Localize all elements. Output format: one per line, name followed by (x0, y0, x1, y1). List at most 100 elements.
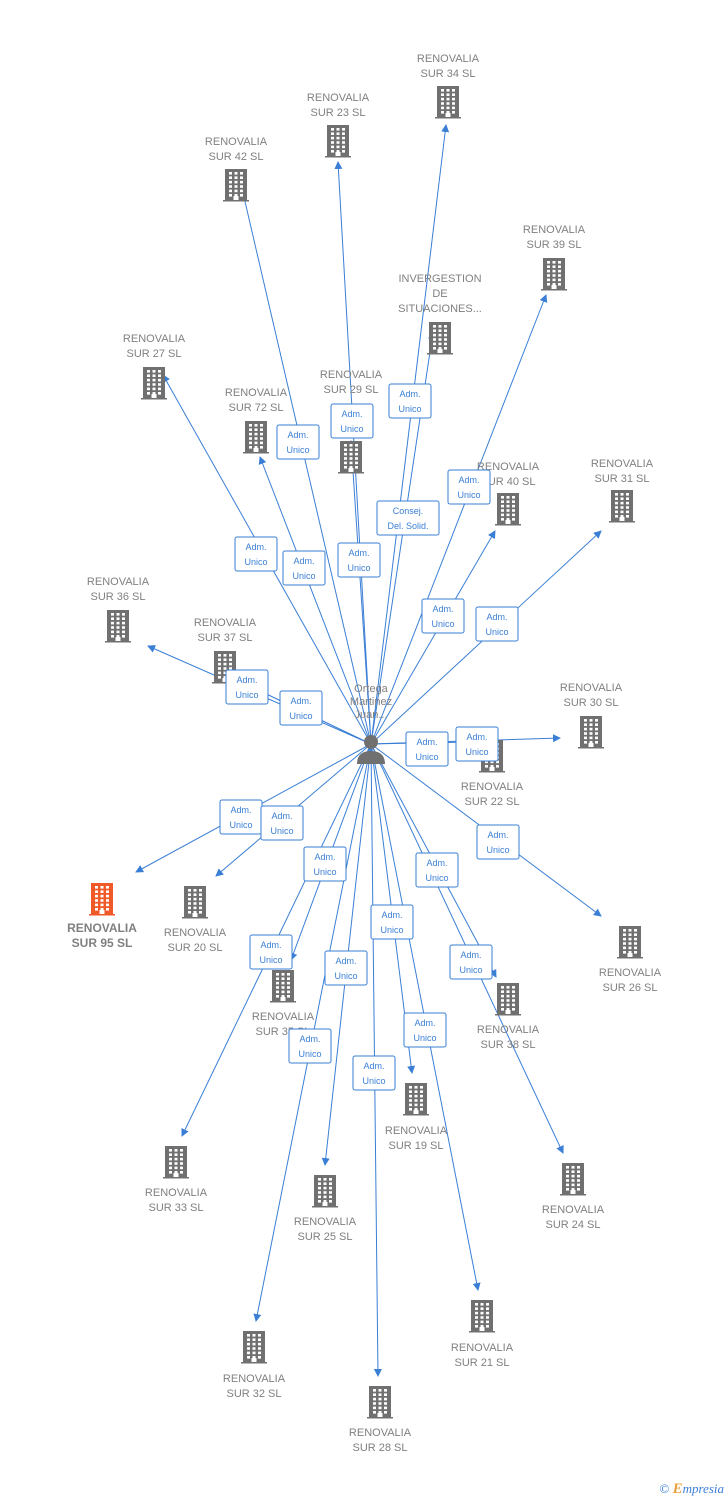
relation-label-sur35[interactable]: Adm.Unico (249, 934, 293, 970)
person-name-label[interactable]: Ortega (354, 683, 389, 695)
company-label-sur22[interactable]: RENOVALIA (461, 781, 524, 793)
company-label-sur37[interactable]: RENOVALIA (194, 617, 257, 629)
company-label-sur36[interactable]: RENOVALIA (87, 576, 150, 588)
relation-label-sur19[interactable]: Adm.Unico (370, 904, 414, 940)
company-label-sur22[interactable]: SUR 22 SL (464, 796, 519, 808)
company-label-sur34[interactable]: SUR 34 SL (420, 68, 475, 80)
building-icon-sur42[interactable] (223, 169, 249, 202)
company-label-invergestion[interactable]: SITUACIONES... (398, 303, 482, 315)
relation-label-sur36[interactable]: Adm.Unico (225, 669, 269, 705)
company-label-sur26[interactable]: SUR 26 SL (602, 982, 657, 994)
company-label-sur24[interactable]: RENOVALIA (542, 1204, 605, 1216)
company-label-sur20[interactable]: SUR 20 SL (167, 942, 222, 954)
company-label-sur72[interactable]: SUR 72 SL (228, 402, 283, 414)
company-label-sur38[interactable]: RENOVALIA (477, 1024, 540, 1036)
company-label-sur37[interactable]: SUR 37 SL (197, 632, 252, 644)
relation-label-sur21[interactable]: Adm.Unico (403, 1012, 447, 1048)
company-label-sur39[interactable]: SUR 39 SL (526, 239, 581, 251)
company-label-sur19[interactable]: RENOVALIA (385, 1125, 448, 1137)
relation-label-sur32[interactable]: Adm.Unico (288, 1028, 332, 1064)
building-icon-sur20[interactable] (182, 886, 208, 919)
relation-label-sur34[interactable]: Adm.Unico (388, 383, 432, 419)
company-label-sur35[interactable]: RENOVALIA (252, 1011, 315, 1023)
relation-label-sur42[interactable]: Adm.Unico (276, 424, 320, 460)
relation-label-sur33[interactable]: Adm.Unico (303, 846, 347, 882)
company-label-sur95[interactable]: RENOVALIA (67, 921, 137, 935)
company-label-sur33[interactable]: RENOVALIA (145, 1187, 208, 1199)
company-label-sur19[interactable]: SUR 19 SL (388, 1140, 443, 1152)
building-icon-sur34[interactable] (435, 86, 461, 119)
building-icon-sur23[interactable] (325, 125, 351, 158)
company-label-invergestion[interactable]: INVERGESTION (398, 273, 481, 285)
relation-label-sur24[interactable]: Adm.Unico (415, 852, 459, 888)
relation-label-sur95[interactable]: Adm.Unico (219, 799, 263, 835)
building-icon-sur38[interactable] (495, 983, 521, 1016)
company-label-sur25[interactable]: SUR 25 SL (297, 1231, 352, 1243)
building-icon-sur39[interactable] (541, 258, 567, 291)
building-icon-sur33[interactable] (163, 1146, 189, 1179)
company-label-sur40[interactable]: RENOVALIA (477, 461, 540, 473)
company-label-sur25[interactable]: RENOVALIA (294, 1216, 357, 1228)
company-label-sur24[interactable]: SUR 24 SL (545, 1219, 600, 1231)
relation-label-sur37[interactable]: Adm.Unico (279, 690, 323, 726)
building-icon-sur28[interactable] (367, 1386, 393, 1419)
company-label-sur31[interactable]: RENOVALIA (591, 458, 654, 470)
building-icon-sur19[interactable] (403, 1083, 429, 1116)
relation-label-sur40[interactable]: Adm.Unico (421, 598, 465, 634)
relation-label-sur23[interactable]: Adm.Unico (330, 403, 374, 439)
company-label-sur39[interactable]: RENOVALIA (523, 224, 586, 236)
company-label-sur29[interactable]: SUR 29 SL (323, 384, 378, 396)
relation-label-invergestion[interactable]: Consej.Del. Solid. (376, 500, 440, 536)
relation-label-sur29[interactable]: Adm.Unico (337, 542, 381, 578)
person-icon[interactable] (357, 735, 385, 764)
company-label-sur21[interactable]: RENOVALIA (451, 1342, 514, 1354)
company-label-sur36[interactable]: SUR 36 SL (90, 591, 145, 603)
company-label-sur28[interactable]: RENOVALIA (349, 1427, 412, 1439)
company-label-sur31[interactable]: SUR 31 SL (594, 473, 649, 485)
building-icon-sur29[interactable] (338, 441, 364, 474)
building-icon-sur30[interactable] (578, 716, 604, 749)
building-icon-sur25[interactable] (312, 1175, 338, 1208)
company-label-sur29[interactable]: RENOVALIA (320, 369, 383, 381)
company-label-sur42[interactable]: SUR 42 SL (208, 151, 263, 163)
company-label-sur26[interactable]: RENOVALIA (599, 967, 662, 979)
relation-label-sur22[interactable]: Adm.Unico (405, 731, 449, 767)
company-label-sur27[interactable]: SUR 27 SL (126, 348, 181, 360)
person-name-label[interactable]: Martinez (350, 696, 392, 708)
company-label-sur42[interactable]: RENOVALIA (205, 136, 268, 148)
person-name-label[interactable]: Juan... (354, 709, 387, 721)
center-person[interactable]: OrtegaMartinezJuan... (350, 683, 392, 764)
company-label-sur20[interactable]: RENOVALIA (164, 927, 227, 939)
building-icon-sur95[interactable] (89, 883, 115, 916)
company-label-sur38[interactable]: SUR 38 SL (480, 1039, 535, 1051)
building-icon-sur35[interactable] (270, 970, 296, 1003)
company-label-sur40[interactable]: SUR 40 SL (480, 476, 535, 488)
building-icon-sur36[interactable] (105, 610, 131, 643)
relation-label-sur30[interactable]: Adm.Unico (455, 726, 499, 762)
company-label-sur33[interactable]: SUR 33 SL (148, 1202, 203, 1214)
building-icon-sur26[interactable] (617, 926, 643, 959)
company-label-sur34[interactable]: RENOVALIA (417, 53, 480, 65)
building-icon-sur31[interactable] (609, 490, 635, 523)
relation-label-sur25[interactable]: Adm.Unico (324, 950, 368, 986)
company-label-sur72[interactable]: RENOVALIA (225, 387, 288, 399)
building-icon-sur72[interactable] (243, 421, 269, 454)
relation-label-sur26[interactable]: Adm.Unico (476, 824, 520, 860)
company-label-sur27[interactable]: RENOVALIA (123, 333, 186, 345)
building-icon-sur24[interactable] (560, 1163, 586, 1196)
building-icon-sur40[interactable] (495, 493, 521, 526)
company-label-sur30[interactable]: RENOVALIA (560, 682, 623, 694)
empresia-credit[interactable]: © Empresia (659, 1481, 724, 1498)
building-icon-sur27[interactable] (141, 367, 167, 400)
relation-label-sur31[interactable]: Adm.Unico (475, 606, 519, 642)
company-label-sur23[interactable]: SUR 23 SL (310, 107, 365, 119)
company-label-sur30[interactable]: SUR 30 SL (563, 697, 618, 709)
company-label-sur28[interactable]: SUR 28 SL (352, 1442, 407, 1454)
company-label-sur32[interactable]: SUR 32 SL (226, 1388, 281, 1400)
company-label-sur95[interactable]: SUR 95 SL (72, 936, 133, 950)
relation-label-sur27[interactable]: Adm.Unico (234, 536, 278, 572)
building-icon-invergestion[interactable] (427, 322, 453, 355)
building-icon-sur32[interactable] (241, 1331, 267, 1364)
relation-label-sur28[interactable]: Adm.Unico (352, 1055, 396, 1091)
company-label-sur32[interactable]: RENOVALIA (223, 1373, 286, 1385)
